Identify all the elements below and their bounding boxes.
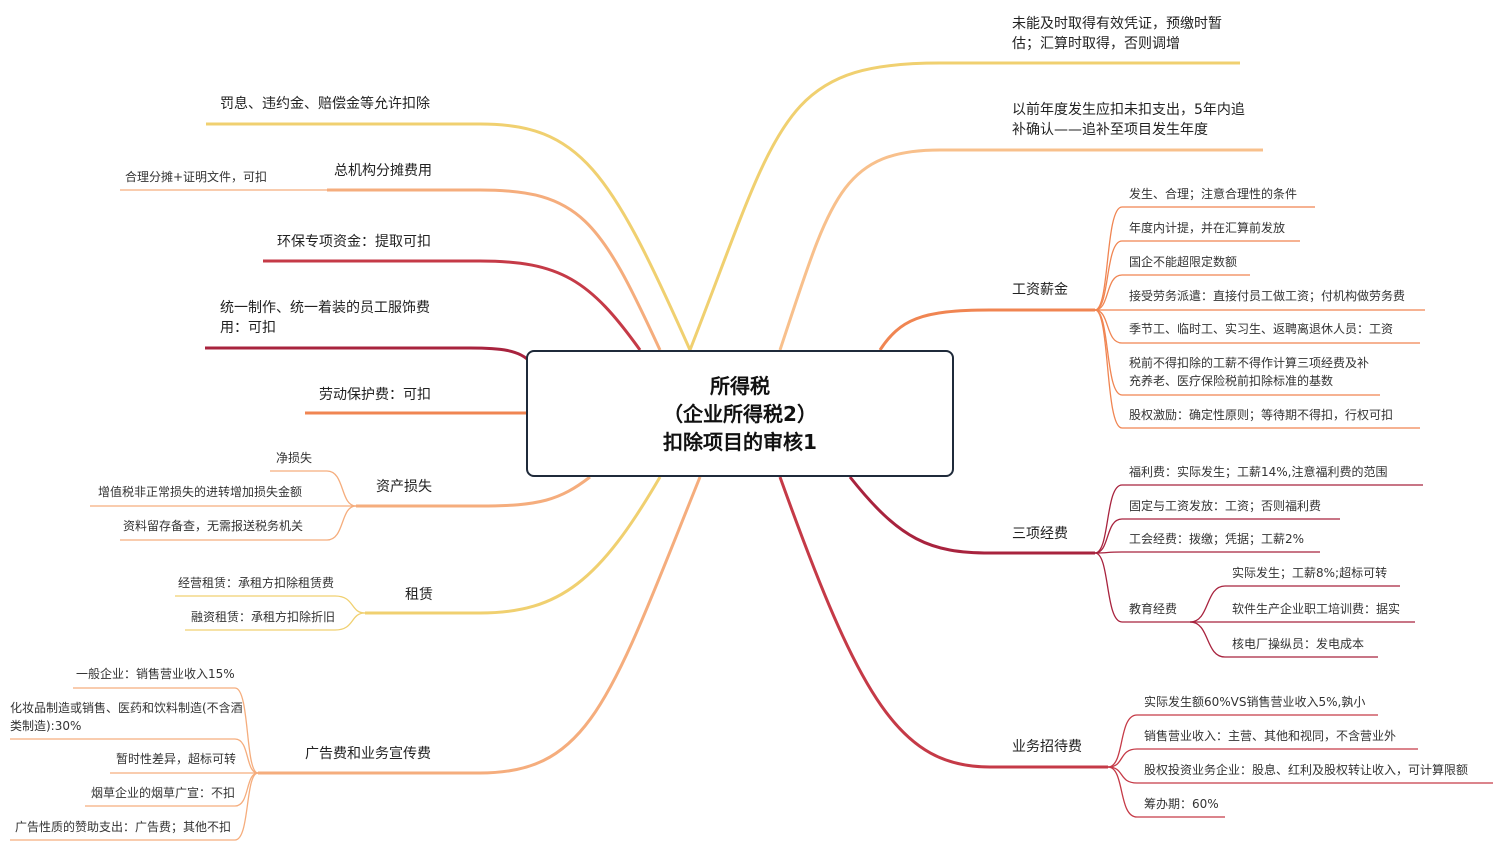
hq-item[interactable]: 合理分摊+证明文件，可扣 [125, 170, 268, 184]
branch-r2 [778, 148, 1263, 351]
lease-item[interactable]: 融资租赁：承租方扣除折旧 [191, 610, 336, 624]
ent-item[interactable]: 实际发生额60%VS销售营业收入5%,孰小 [1144, 695, 1366, 709]
ent-item[interactable]: 股权投资业务企业：股息、红利及股权转让收入，可计算限额 [1144, 763, 1469, 777]
salary-item[interactable]: 税前不得扣除的工薪不得作计算三项经费及补充养老、医疗保险税前扣除标准的基数 [1129, 356, 1370, 388]
topic-salary[interactable]: 工资薪金 [1012, 282, 1068, 298]
ad-item[interactable]: 广告性质的赞助支出：广告费；其他不扣 [15, 820, 232, 834]
branch-asset [356, 475, 591, 508]
ent-item[interactable]: 销售营业收入：主营、其他和视同，不含营业外 [1144, 729, 1397, 743]
three-item[interactable]: 工会经费：拨缴；凭据；工薪2% [1129, 532, 1305, 546]
branch-r1 [688, 61, 1240, 351]
topic-ad[interactable]: 广告费和业务宣传费 [305, 746, 431, 762]
asset-item[interactable]: 资料留存备查，无需报送税务机关 [123, 519, 304, 533]
ad-item[interactable]: 暂时性差异，超标可转 [116, 752, 237, 766]
ad-item[interactable]: 烟草企业的烟草广宣：不扣 [91, 786, 236, 800]
topic-r2[interactable]: 以前年度发生应扣未扣支出，5年内追补确认——追补至项目发生年度 [1012, 102, 1245, 138]
branch-ad [258, 476, 702, 775]
edu-item[interactable]: 实际发生；工薪8%;超标可转 [1232, 566, 1388, 580]
lease-item[interactable]: 经营租赁：承租方扣除租赁费 [178, 576, 335, 590]
central-topic[interactable]: 所得税 （企业所得税2） 扣除项目的审核1 [526, 350, 954, 477]
edu-label[interactable]: 教育经费 [1129, 602, 1178, 616]
asset-item[interactable]: 增值税非正常损失的进转增加损失金额 [98, 485, 303, 499]
topic-env[interactable]: 环保专项资金：提取可扣 [277, 234, 431, 250]
edu-item[interactable]: 软件生产企业职工培训费：据实 [1232, 602, 1401, 616]
branch-uniform [205, 346, 532, 364]
topic-lease[interactable]: 租赁 [405, 587, 433, 603]
salary-item[interactable]: 年度内计提，并在汇算前发放 [1129, 221, 1286, 235]
edu-item[interactable]: 核电厂操纵员：发电成本 [1232, 637, 1365, 651]
ent-item[interactable]: 筹办期：60% [1144, 797, 1219, 811]
central-topic-line3: 扣除项目的审核1 [663, 429, 817, 454]
branch-l1 [206, 122, 692, 351]
topic-r1[interactable]: 未能及时取得有效凭证，预缴时暂估；汇算时取得，否则调增 [1012, 16, 1222, 52]
topic-asset[interactable]: 资产损失 [376, 479, 432, 495]
salary-sub-lines [1094, 206, 1425, 429]
salary-item[interactable]: 股权激励：确定性原则；等待期不得扣，行权可扣 [1129, 408, 1394, 422]
ad-item[interactable]: 一般企业：销售营业收入15% [76, 667, 235, 681]
ad-item[interactable]: 化妆品制造或销售、医药和饮料制造(不含酒类制造):30% [10, 701, 243, 733]
branch-three [848, 476, 1095, 555]
topic-entertainment[interactable]: 业务招待费 [1012, 739, 1082, 755]
asset-sub-lines [90, 470, 357, 541]
lease-sub-lines [175, 595, 366, 631]
topic-hq[interactable]: 总机构分摊费用 [334, 163, 432, 179]
ad-sub-lines [10, 687, 259, 841]
topic-l1[interactable]: 罚息、违约金、赔偿金等允许扣除 [220, 96, 430, 112]
three-item[interactable]: 固定与工资发放：工资；否则福利费 [1129, 499, 1322, 513]
salary-item[interactable]: 发生、合理；注意合理性的条件 [1129, 187, 1298, 201]
topic-three[interactable]: 三项经费 [1012, 526, 1068, 542]
branch-salary [878, 308, 1095, 351]
central-topic-line2: （企业所得税2） [663, 401, 817, 426]
asset-item[interactable]: 净损失 [276, 451, 313, 465]
salary-item[interactable]: 接受劳务派遣：直接付员工做工资；付机构做劳务费 [1129, 289, 1406, 303]
branch-ent [778, 476, 1108, 769]
salary-item[interactable]: 季节工、临时工、实习生、返聘离退休人员：工资 [1129, 322, 1394, 336]
three-item[interactable]: 福利费：实际发生；工薪14%,注意福利费的范围 [1129, 465, 1388, 479]
topic-uniform[interactable]: 统一制作、统一着装的员工服饰费用：可扣 [220, 300, 430, 336]
ent-sub-lines [1107, 714, 1493, 818]
central-topic-line1: 所得税 [709, 373, 770, 398]
topic-labor[interactable]: 劳动保护费：可扣 [319, 387, 431, 403]
branch-env [263, 259, 642, 351]
salary-item[interactable]: 国企不能超限定数额 [1129, 255, 1238, 269]
three-sub-lines [1094, 484, 1423, 658]
branch-lease [365, 476, 662, 615]
branch-hq [327, 188, 662, 351]
